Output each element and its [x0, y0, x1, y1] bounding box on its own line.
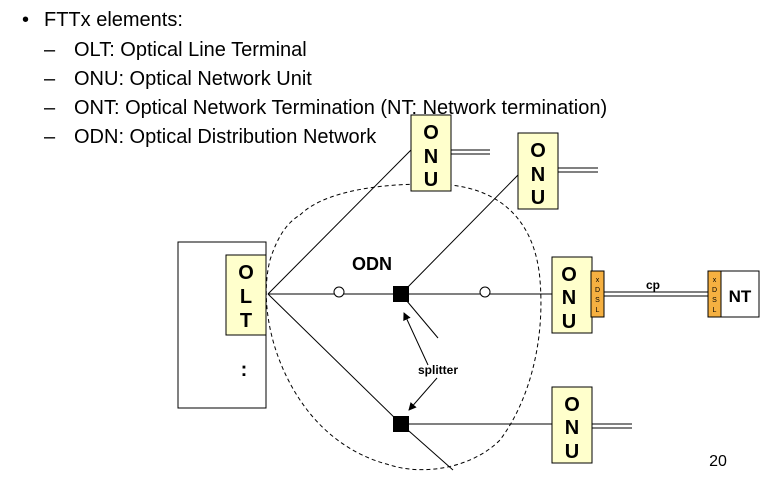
fiber-lower-splitter-stub — [400, 423, 454, 471]
sub-bullet-dash: – — [44, 68, 56, 90]
onu-letter: U — [562, 311, 576, 333]
xdsl-letter: S — [595, 297, 600, 304]
olt-letter: O — [238, 262, 254, 284]
xdsl-letter: D — [595, 287, 600, 294]
splitter-lower — [393, 416, 409, 432]
xdsl-letter: x — [596, 277, 600, 284]
bullet-list: • FTTx elements: – OLT: Optical Line Ter… — [0, 0, 768, 160]
fiber-olt-to-onu-top — [267, 149, 412, 295]
xdsl-letter: x — [713, 277, 717, 284]
fiber-splitter-to-onu-upper-right — [400, 174, 519, 295]
onu-letter: N — [565, 417, 579, 439]
sub-bullet-onu: ONU: Optical Network Unit — [74, 68, 312, 90]
onu-letter: O — [561, 264, 577, 286]
nt-label: NT — [729, 287, 752, 306]
connector-circle — [479, 286, 491, 298]
sub-bullet-odn: ODN: Optical Distribution Network — [74, 126, 377, 148]
onu-right-box — [551, 256, 593, 334]
sub-bullet-ont: ONT: Optical Network Termination (NT: Ne… — [74, 97, 608, 119]
onu-letter: N — [562, 287, 576, 309]
xdsl-letter: D — [712, 287, 717, 294]
onu-letter: N — [424, 146, 438, 168]
splitter-upper — [393, 286, 409, 302]
onu-letter: O — [423, 122, 439, 144]
bullet-heading: FTTx elements: — [44, 9, 183, 31]
onu-letter: U — [531, 187, 545, 209]
onu-bottom-box — [551, 386, 593, 464]
xdsl-letter: L — [596, 307, 600, 314]
olt-letter: T — [240, 310, 252, 332]
sub-bullet-olt: OLT: Optical Line Terminal — [74, 39, 307, 61]
olt-ellipsis: : — [241, 359, 248, 381]
bullet-glyph: • — [22, 9, 30, 31]
odn-label: ODN — [352, 254, 392, 274]
splitter-arrow-upper — [403, 312, 429, 366]
nt-box — [720, 270, 760, 318]
sub-bullet-dash: – — [44, 39, 56, 61]
xdsl-letter: S — [712, 297, 717, 304]
olt-letter: L — [240, 286, 252, 308]
onu-letter: N — [531, 164, 545, 186]
onu-letter: O — [530, 140, 546, 162]
onu-upper-right-box — [517, 132, 559, 210]
sub-bullet-dash: – — [44, 126, 56, 148]
sub-bullet-dash: – — [44, 97, 56, 119]
xdsl-letter: L — [713, 307, 717, 314]
onu-xdsl-port — [590, 270, 605, 318]
connector-circle — [333, 286, 345, 298]
onu-letter: O — [564, 394, 580, 416]
splitter-label: splitter — [418, 363, 458, 377]
fiber-olt-to-lower-splitter — [267, 293, 402, 425]
page-number: 20 — [709, 453, 727, 470]
onu-letter: U — [565, 441, 579, 463]
onu-letter: U — [424, 169, 438, 191]
olt-unit-box — [225, 254, 267, 336]
cp-label: cp — [646, 278, 660, 292]
onu-top-box — [410, 114, 452, 192]
odn-cloud-boundary — [265, 183, 542, 471]
splitter-arrow-lower — [408, 377, 438, 411]
